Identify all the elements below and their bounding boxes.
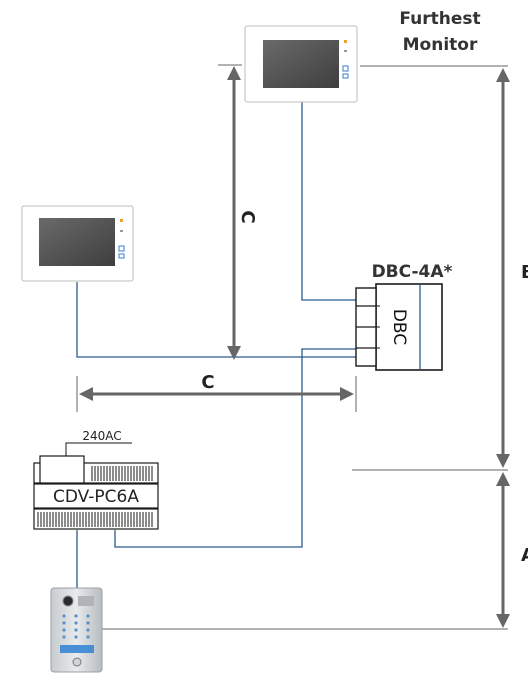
door-station [50, 587, 103, 673]
camera-icon [62, 595, 74, 607]
call-button-icon [72, 657, 82, 667]
arrowhead-down-icon [227, 346, 241, 360]
wire-psu [114, 348, 356, 548]
psu-vents-bottom [37, 512, 153, 527]
button-icon [342, 65, 349, 72]
furthest-monitor-label-line1: Furthest [399, 9, 480, 29]
keypad-icon [62, 614, 90, 639]
arrowhead-left-icon [79, 387, 93, 401]
wiring-lines [76, 100, 356, 590]
dimension-b-label: B [521, 262, 528, 283]
distributor-text: DBC [389, 309, 409, 345]
power-supply [33, 455, 159, 530]
arrowhead-down-icon [496, 454, 510, 468]
led-icon [344, 40, 347, 43]
psu-model-label: CDV-PC6A [53, 487, 139, 507]
led-icon [120, 219, 123, 222]
dimension-c-vertical-label: C [237, 210, 258, 223]
near-monitor [21, 205, 134, 282]
arrowhead-up-icon [227, 66, 241, 80]
distributor-box [355, 283, 443, 371]
wire-near-monitor [76, 282, 356, 358]
ac-input [65, 442, 132, 456]
furthest-monitor-label-line2: Monitor [403, 35, 478, 55]
arrowheads [79, 66, 510, 628]
arrowhead-up-icon [496, 472, 510, 486]
psu-vents-top [91, 466, 153, 481]
dimension-a-label: A [521, 545, 528, 566]
furthest-monitor [244, 25, 358, 103]
arrowhead-right-icon [340, 387, 354, 401]
arrowhead-up-icon [496, 68, 510, 82]
dimension-c-horizontal-label: C [201, 372, 214, 393]
distributor-model-label: DBC-4A* [372, 262, 453, 282]
ac-input-label: 240AC [82, 429, 121, 443]
wire-furthest-monitor [301, 100, 356, 301]
dimension-lines [76, 64, 508, 630]
button-icon [118, 245, 125, 252]
arrowhead-down-icon [496, 614, 510, 628]
